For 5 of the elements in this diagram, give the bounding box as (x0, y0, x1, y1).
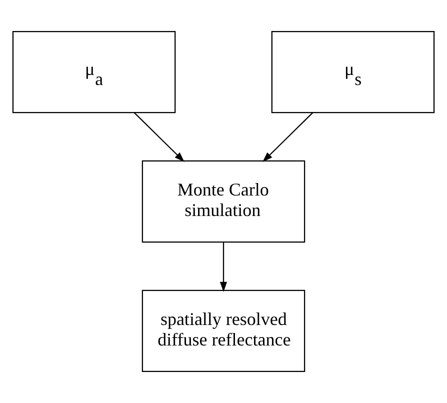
arrow (220, 242, 228, 292)
arrow (134, 112, 184, 162)
node-box: Monte Carlo simulation (142, 160, 306, 243)
arrow (262, 112, 314, 162)
node-box: spatially resolved diffuse reflectance (142, 290, 306, 372)
